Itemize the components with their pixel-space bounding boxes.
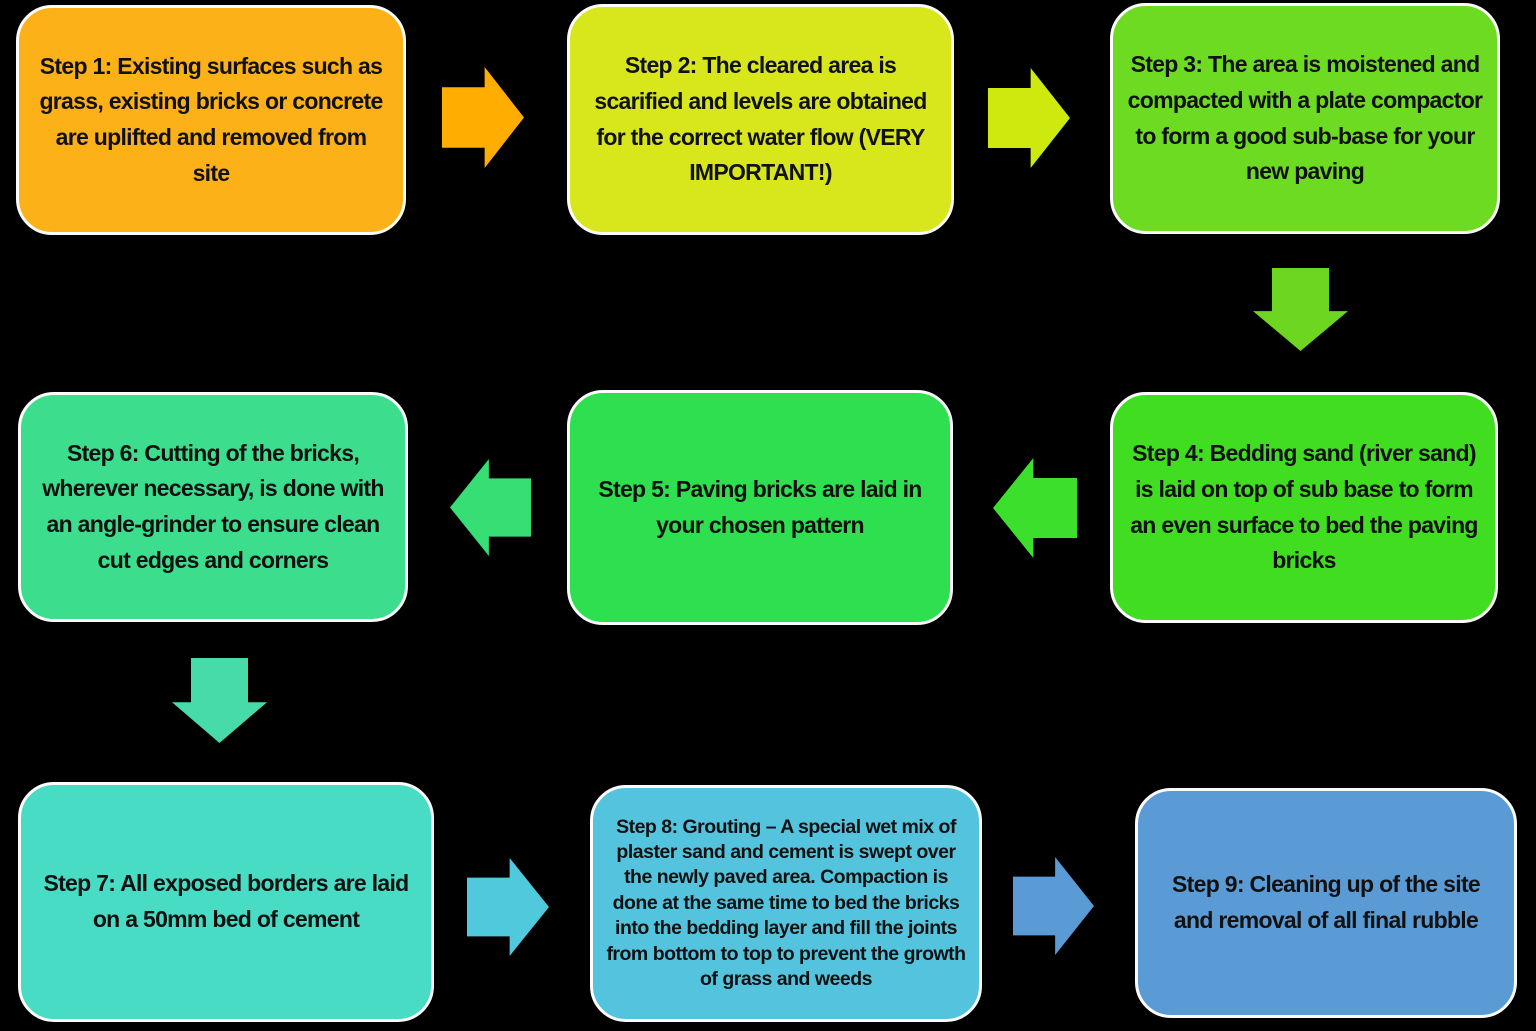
step-2-text: Step 2: The cleared area is scarified an…	[594, 52, 927, 186]
step-8-box: Step 8: Grouting – A special wet mix of …	[590, 785, 982, 1022]
arrow-step1-to-step2-icon	[442, 67, 524, 168]
step-3-text: Step 3: The area is moistened and compac…	[1127, 51, 1483, 185]
arrow-step3-to-step4-icon	[1253, 268, 1348, 351]
step-3-box: Step 3: The area is moistened and compac…	[1110, 3, 1500, 234]
step-5-text: Step 5: Paving bricks are laid in your c…	[598, 475, 922, 538]
step-1-box: Step 1: Existing surfaces such as grass,…	[16, 5, 406, 235]
step-4-text: Step 4: Bedding sand (river sand) is lai…	[1130, 440, 1478, 574]
arrow-step8-to-step9-icon	[1013, 857, 1094, 955]
step-9-text: Step 9: Cleaning up of the site and remo…	[1172, 871, 1481, 933]
step-1-text: Step 1: Existing surfaces such as grass,…	[39, 52, 383, 186]
arrow-step7-to-step8-icon	[467, 858, 549, 956]
step-7-box: Step 7: All exposed borders are laid on …	[18, 782, 434, 1022]
step-7-text: Step 7: All exposed borders are laid on …	[43, 870, 409, 932]
arrow-step6-to-step7-icon	[172, 658, 267, 743]
arrow-step5-to-step6-icon	[450, 459, 531, 556]
step-4-box: Step 4: Bedding sand (river sand) is lai…	[1110, 392, 1498, 623]
arrow-step2-to-step3-icon	[988, 68, 1070, 168]
step-6-text: Step 6: Cutting of the bricks, wherever …	[42, 439, 384, 573]
step-8-text: Step 8: Grouting – A special wet mix of …	[606, 815, 966, 990]
arrow-step4-to-step5-icon	[993, 458, 1077, 558]
step-9-box: Step 9: Cleaning up of the site and remo…	[1135, 788, 1517, 1018]
step-5-box: Step 5: Paving bricks are laid in your c…	[567, 390, 953, 625]
step-6-box: Step 6: Cutting of the bricks, wherever …	[18, 392, 408, 622]
step-2-box: Step 2: The cleared area is scarified an…	[567, 4, 954, 235]
